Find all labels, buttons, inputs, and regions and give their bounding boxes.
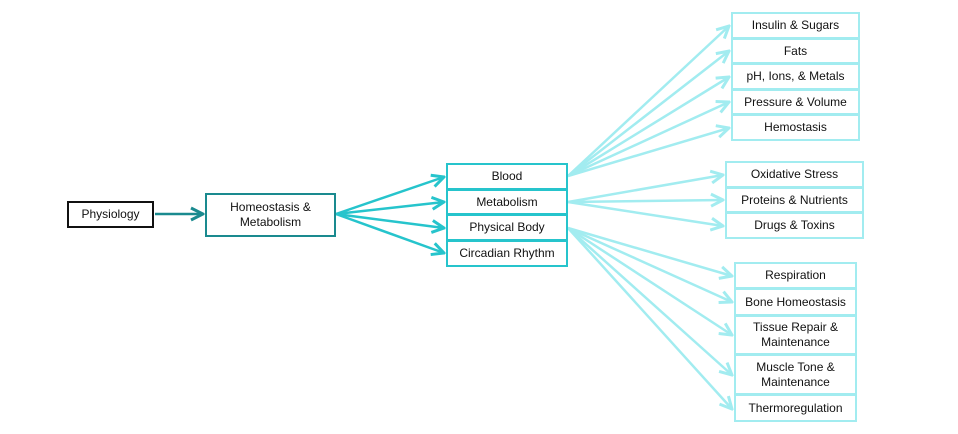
arrow-blood-to-pressure [567, 102, 729, 178]
arrow-physical-to-tissue [567, 226, 732, 335]
arrow-physical-to-respiration [567, 226, 732, 276]
node-oxidative-stress-label: Oxidative Stress [750, 167, 839, 181]
node-proteins-nutrients-label: Proteins & Nutrients [741, 192, 848, 207]
node-physical-body: Physical Body [446, 214, 568, 241]
node-physiology-label: Physiology [81, 207, 140, 221]
node-circadian-rhythm: Circadian Rhythm [446, 240, 568, 267]
node-blood: Blood [446, 163, 568, 190]
arrow-physical-to-bone [567, 226, 732, 302]
arrow-homeostasis-to-circadian-rhythm [335, 212, 444, 253]
arrow-blood-to-fats [567, 51, 729, 177]
node-respiration: Respiration [734, 262, 857, 289]
node-fats-label: Fats [783, 43, 808, 58]
node-hemostasis: Hemostasis [731, 114, 860, 141]
node-drugs-toxins: Drugs & Toxins [725, 212, 864, 239]
arrow-blood-to-insulin [567, 26, 729, 177]
node-pressure-volume: Pressure & Volume [731, 89, 860, 115]
node-ph-ions-metals-label: pH, Ions, & Metals [746, 69, 845, 83]
node-metabolism-label: Metabolism [476, 194, 538, 209]
node-drugs-toxins-label: Drugs & Toxins [754, 218, 835, 232]
node-circadian-rhythm-label: Circadian Rhythm [459, 246, 555, 260]
node-thermoregulation: Thermoregulation [734, 394, 857, 422]
node-bone-homeostasis-label: Bone Homeostasis [745, 294, 846, 309]
node-insulin-sugars-label: Insulin & Sugars [751, 18, 840, 32]
arrow-physical-to-thermoregulation [567, 227, 732, 409]
node-tissue-repair: Tissue Repair & Maintenance [734, 315, 857, 355]
arrow-homeostasis-to-metabolism [335, 202, 444, 216]
node-physiology: Physiology [67, 201, 154, 228]
node-muscle-tone-label: Muscle Tone & Maintenance [756, 359, 835, 389]
node-bone-homeostasis: Bone Homeostasis [734, 288, 857, 316]
node-blood-label: Blood [491, 169, 523, 183]
node-metabolism: Metabolism [446, 189, 568, 215]
arrow-physical-to-muscle [567, 227, 732, 375]
node-pressure-volume-label: Pressure & Volume [744, 94, 847, 109]
node-fats: Fats [731, 38, 860, 64]
node-hemostasis-label: Hemostasis [764, 120, 827, 134]
arrow-blood-to-hemostasis [567, 128, 729, 178]
node-oxidative-stress: Oxidative Stress [725, 161, 864, 188]
arrow-metabolism-to-oxidative [567, 175, 723, 204]
node-ph-ions-metals: pH, Ions, & Metals [731, 63, 860, 90]
node-insulin-sugars: Insulin & Sugars [731, 12, 860, 39]
arrow-blood-to-ph [567, 77, 729, 178]
node-homeostasis-metabolism-label: Homeostasis & Metabolism [230, 200, 311, 229]
arrow-homeostasis-to-blood [335, 177, 444, 216]
node-muscle-tone: Muscle Tone & Maintenance [734, 354, 857, 395]
node-physical-body-label: Physical Body [469, 220, 545, 234]
arrow-homeostasis-to-physical-body [335, 212, 444, 228]
arrow-metabolism-to-drugs [567, 200, 723, 226]
arrow-metabolism-to-proteins [567, 200, 723, 202]
node-respiration-label: Respiration [765, 268, 826, 282]
node-tissue-repair-label: Tissue Repair & Maintenance [753, 320, 838, 349]
node-proteins-nutrients: Proteins & Nutrients [725, 187, 864, 213]
node-thermoregulation-label: Thermoregulation [748, 400, 843, 415]
node-homeostasis-metabolism: Homeostasis & Metabolism [205, 193, 336, 237]
